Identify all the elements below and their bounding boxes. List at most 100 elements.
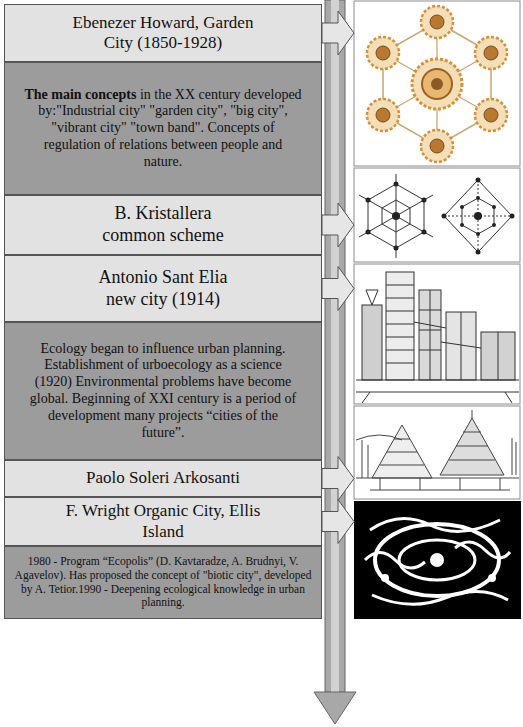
- box-title: Antonio Sant Elia new city (1914): [83, 267, 243, 310]
- box-content: B. Kristallera common scheme: [93, 203, 233, 246]
- satellite-ring: [475, 37, 507, 69]
- central-city: [412, 59, 462, 109]
- sketch-line: [356, 410, 519, 490]
- satellite-ring: [367, 37, 399, 69]
- pointer-arrow-shape: [322, 500, 354, 544]
- timeline-box: Antonio Sant Elia new city (1914): [4, 255, 322, 322]
- note-box: Ecology began to influence urban plannin…: [4, 322, 322, 460]
- place-dot: [460, 223, 464, 227]
- box-content: Antonio Sant Elia new city (1914): [83, 267, 243, 310]
- image-frame: [354, 406, 520, 499]
- box-content: The main conceptsin the XX century devel…: [23, 87, 303, 171]
- place-dot: [394, 182, 399, 187]
- note-text: 1980 - Program “Ecopolis” (D. Kavtaradze…: [13, 555, 313, 610]
- note-box: The main conceptsin the XX century devel…: [4, 62, 322, 195]
- building: [362, 305, 382, 380]
- box-title: B. Kristallera common scheme: [93, 203, 233, 246]
- place-dot: [460, 205, 464, 209]
- place-dot: [492, 223, 496, 227]
- spoke-road: [383, 22, 491, 146]
- city-ring: [422, 69, 452, 99]
- pointer-arrow: [322, 11, 354, 55]
- image-frame: [354, 1, 520, 166]
- christaller-dots: [366, 178, 515, 255]
- place-dot: [394, 246, 399, 251]
- pointer-arrow-shape: [322, 457, 354, 501]
- satellite-core: [430, 15, 444, 29]
- garden-city-scheme: [367, 6, 507, 162]
- satellite-ring: [367, 99, 399, 131]
- ring-road: [383, 22, 491, 146]
- satellite-ring: [475, 99, 507, 131]
- image-frame: [354, 264, 520, 404]
- pointer-arrow-shape: [322, 267, 354, 311]
- pointer-arrow-shape: [322, 203, 354, 247]
- organic-shape: [488, 574, 496, 582]
- pointer-arrow: [322, 203, 354, 247]
- timeline-box: F. Wright Organic City, Ellis Island: [4, 497, 322, 546]
- image-ground: [354, 501, 521, 619]
- organic-city-image: [354, 501, 521, 619]
- tower: [386, 272, 414, 380]
- satellite-cities: [367, 6, 507, 162]
- sketch-line: [356, 285, 519, 403]
- organic-shape: [399, 540, 475, 580]
- pointer-arrow: [322, 267, 354, 311]
- image-frame: [354, 168, 520, 262]
- box-heading: The main concepts: [24, 87, 136, 102]
- place-dot: [392, 212, 400, 220]
- sant-elia-sketch: [356, 272, 519, 403]
- hex-link: [359, 174, 433, 258]
- satellite-core: [376, 46, 390, 60]
- satellite-core: [484, 108, 498, 122]
- arcosanti-sketch: [356, 410, 519, 490]
- pointer-arrow: [322, 500, 354, 544]
- place-dot: [476, 196, 480, 200]
- place-dot: [474, 212, 482, 220]
- organic-shape: [381, 574, 389, 582]
- satellite-ring: [421, 130, 453, 162]
- city-ring: [412, 59, 462, 109]
- diamond-outline: [444, 180, 512, 252]
- place-dot: [476, 232, 480, 236]
- timeline-box: Ebenezer Howard, Garden City (1850-1928): [4, 4, 322, 62]
- place-dot: [366, 198, 371, 203]
- box-title: Paolo Soleri Arkosanti: [86, 468, 240, 488]
- box-content: Paolo Soleri Arkosanti: [86, 468, 240, 488]
- place-dot: [422, 230, 427, 235]
- place-dot: [476, 178, 481, 183]
- box-content: F. Wright Organic City, Ellis Island: [48, 501, 278, 542]
- box-title: Ebenezer Howard, Garden City (1850-1928): [63, 13, 263, 54]
- grid-line: [444, 180, 512, 252]
- box-content: 1980 - Program “Ecopolis” (D. Kavtaradze…: [13, 555, 313, 610]
- timeline-box: B. Kristallera common scheme: [4, 195, 322, 255]
- place-dot: [366, 230, 371, 235]
- timeline-box: Paolo Soleri Arkosanti: [4, 460, 322, 497]
- box-content: Ebenezer Howard, Garden City (1850-1928): [63, 13, 263, 54]
- place-dot: [510, 214, 515, 219]
- note-box: 1980 - Program “Ecopolis” (D. Kavtaradze…: [4, 546, 322, 619]
- organic-shape: [430, 553, 444, 567]
- place-dot: [442, 214, 447, 219]
- christaller-scheme: [359, 174, 512, 258]
- pointer-arrow: [322, 457, 354, 501]
- arrow-shaft: [325, 0, 345, 692]
- box-content: Ecology began to influence urban plannin…: [27, 341, 299, 442]
- satellite-core: [484, 46, 498, 60]
- image-frames: [354, 1, 520, 499]
- place-dot: [492, 205, 496, 209]
- satellite-core: [430, 139, 444, 153]
- place-dot: [422, 198, 427, 203]
- arrow-head: [314, 692, 356, 724]
- note-text: Ecology began to influence urban plannin…: [27, 341, 299, 442]
- pointer-arrow-shape: [322, 11, 354, 55]
- organic-shape: [365, 519, 510, 605]
- satellite-core: [376, 108, 390, 122]
- satellite-cores: [376, 15, 498, 153]
- box-title: F. Wright Organic City, Ellis Island: [48, 501, 278, 542]
- city-core: [431, 78, 443, 90]
- arrow-highlight: [331, 0, 339, 692]
- place-dot: [476, 250, 481, 255]
- satellite-ring: [421, 6, 453, 38]
